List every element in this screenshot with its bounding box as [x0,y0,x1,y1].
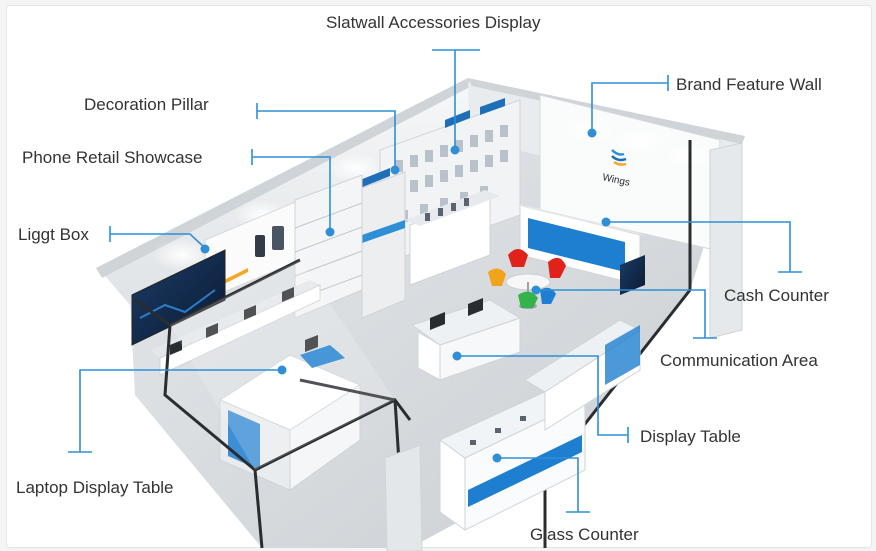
pillar-base-accent [362,220,405,243]
right-screen [620,255,645,295]
label-slatwall-accessories-display: Slatwall Accessories Display [326,13,541,32]
callout-leaders [68,49,802,513]
center-table-phones [425,198,469,221]
wall-video-screen [131,249,226,346]
chair-blue [540,287,556,304]
wall-spotlight [327,153,383,183]
laptop-display-table [218,335,362,491]
label-brand-feature-wall: Brand Feature Wall [676,75,822,94]
wall-laptop-tables [150,280,321,376]
slatwall-sign [360,168,390,188]
light-box-stripe [220,268,248,286]
front-pillar [384,444,423,551]
chair-red [508,249,528,267]
callout-labels: Slatwall Accessories Display Brand Featu… [16,13,829,544]
light-box-phone-graphic [255,235,265,257]
left-wall-top-edge [96,78,472,278]
label-light-box: Liggt Box [18,225,89,244]
slatwall-hooks [395,125,508,222]
right-wall-top-edge [468,78,745,144]
right-pillar [709,142,743,339]
communication-area-furniture [488,249,566,309]
label-cash-counter: Cash Counter [724,286,829,305]
label-decoration-pillar: Decoration Pillar [84,95,209,114]
slatwall-sign [445,110,470,128]
chair-green [518,291,538,308]
label-glass-counter: Glass Counter [530,525,639,544]
label-display-table: Display Table [640,427,741,446]
label-phone-retail-showcase: Phone Retail Showcase [22,148,203,167]
store-illustration: Wings [96,78,745,551]
cash-counter-top [515,203,645,236]
wall-spotlight [614,128,666,156]
display-table-laptops [430,298,483,330]
decoration-pillar [361,171,406,319]
display-table-body [439,317,521,381]
light-box-phone-graphic [272,226,284,250]
slatwall-sign [480,98,505,115]
chair-orange [488,268,506,286]
label-laptop-display-table: Laptop Display Table [16,478,174,497]
label-communication-area: Communication Area [660,351,818,370]
cash-counter-front [528,218,625,272]
chair-red [548,257,566,278]
glass-panel [170,260,395,470]
